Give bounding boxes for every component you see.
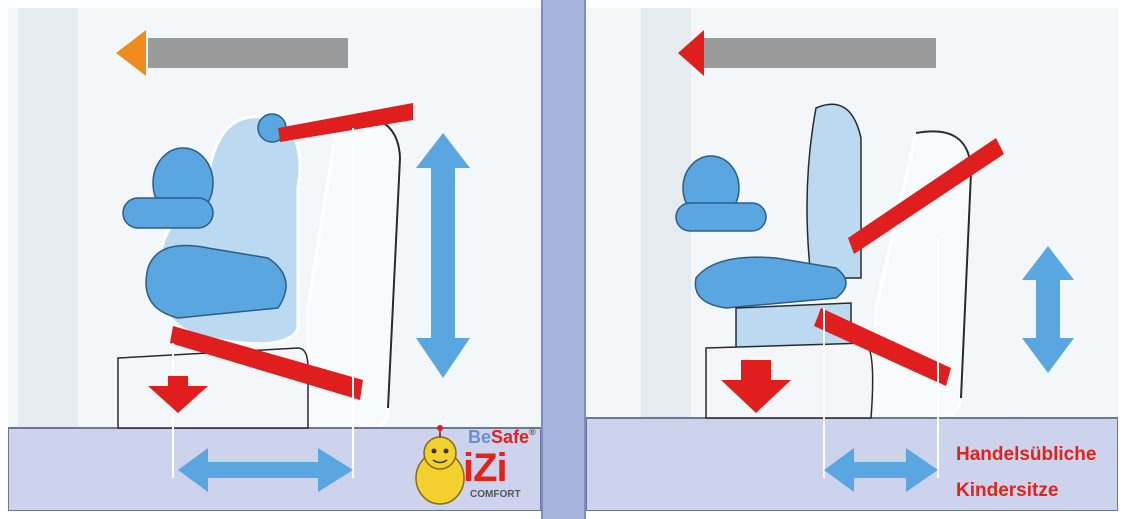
motion-bar: [148, 38, 348, 68]
conventional-seat-illustration: [586, 8, 1118, 511]
brand-variant: COMFORT: [470, 490, 521, 500]
comparison-panel-besafe: BeSafe® iZi COMFORT: [8, 8, 541, 511]
caption-line-1: Handelsübliche: [956, 444, 1096, 467]
window-frame: [18, 8, 78, 428]
comparison-panel-conventional: Handelsübliche Kindersitze: [586, 8, 1118, 511]
brand-registered-mark: ®: [529, 427, 536, 437]
booster-backrest: [807, 104, 861, 278]
child-arm: [676, 203, 766, 231]
motion-bar: [696, 38, 936, 68]
besafe-seat-illustration: [8, 8, 541, 511]
brand-prefix: Be: [468, 427, 491, 447]
brand-model: iZi: [463, 448, 507, 488]
child-arm: [123, 198, 213, 228]
brand-name: BeSafe®: [468, 428, 536, 446]
brand-name-main: Safe: [491, 427, 529, 447]
panel-divider: [541, 0, 586, 519]
caption-line-2: Kindersitze: [956, 480, 1058, 503]
